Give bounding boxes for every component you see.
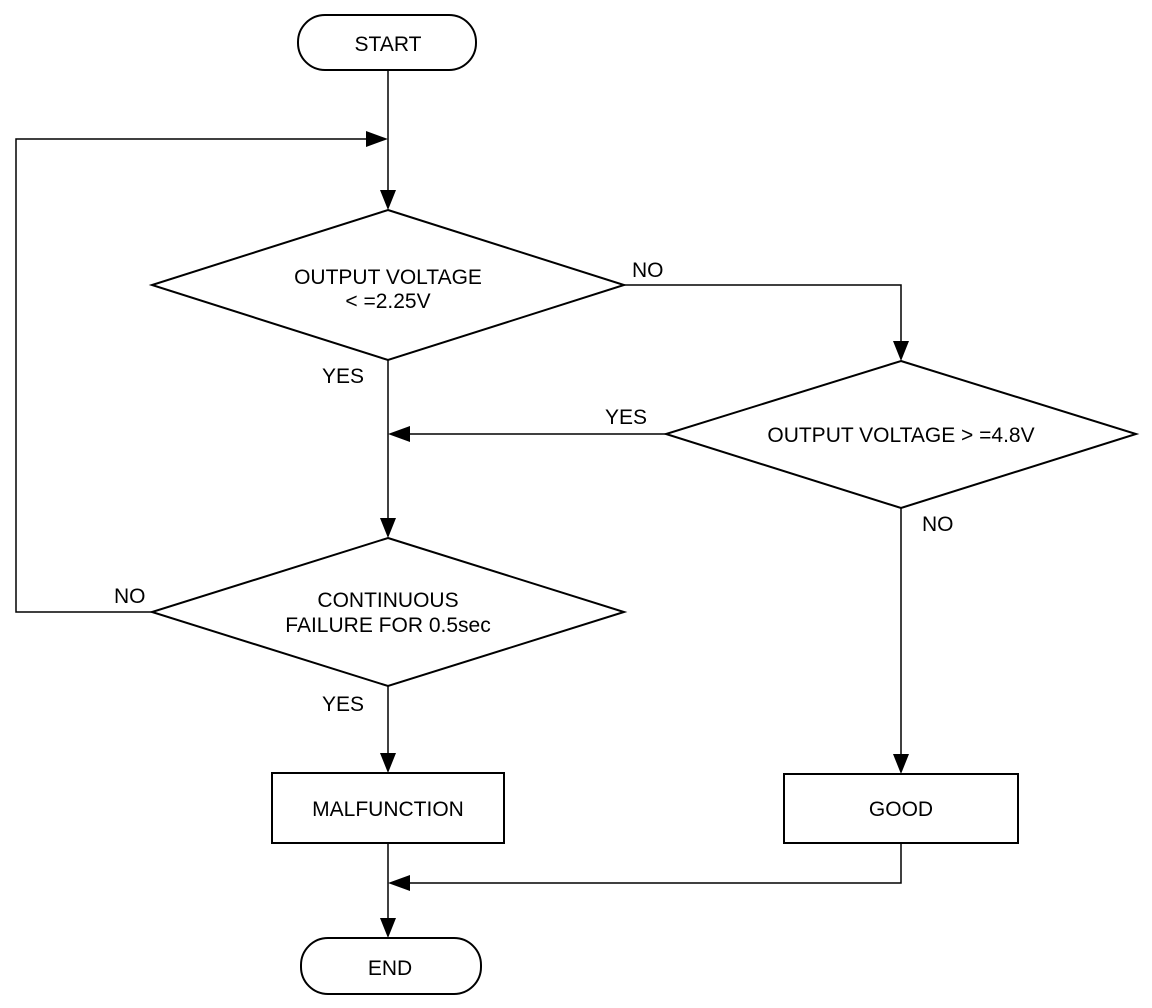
decision-low-voltage-shape: [148, 208, 628, 362]
start-terminal-shape: [297, 14, 477, 71]
connector-loop-back: [15, 138, 370, 613]
arrowhead-into-malfunction: [380, 753, 396, 773]
end-label: END: [368, 957, 412, 980]
decision-high-voltage: OUTPUT VOLTAGE > =4.8V: [662, 359, 1140, 510]
end-terminal: END: [300, 937, 482, 995]
connector-low-voltage-no: [624, 284, 902, 343]
decision-low-voltage-line2: < =2.25V: [345, 290, 430, 313]
arrowhead-loop-back: [366, 131, 388, 147]
decision-low-voltage: OUTPUT VOLTAGE < =2.25V: [148, 208, 628, 362]
start-terminal: START: [297, 14, 477, 71]
malfunction-label: MALFUNCTION: [312, 798, 464, 821]
decision-continuous-failure-line2: FAILURE FOR 0.5sec: [285, 614, 490, 637]
label-high-voltage-yes: YES: [605, 406, 647, 429]
connector-good-to-end: [406, 843, 902, 884]
decision-continuous-failure-shape: [148, 536, 628, 688]
label-continuous-failure-yes: YES: [322, 693, 364, 716]
arrowhead-into-low-voltage: [380, 190, 396, 210]
arrowhead-high-voltage-yes: [388, 426, 410, 442]
decision-low-voltage-line1: OUTPUT VOLTAGE: [294, 266, 482, 289]
arrowhead-into-high-voltage: [893, 341, 909, 361]
branch-labels: NO YES YES NO NO YES: [114, 259, 954, 716]
good-label: GOOD: [869, 798, 933, 821]
decision-continuous-failure-line1: CONTINUOUS: [317, 589, 458, 612]
decision-high-voltage-shape: [662, 359, 1140, 510]
label-low-voltage-no: NO: [632, 259, 664, 282]
arrowhead-into-good: [893, 754, 909, 774]
process-good-shape: [783, 773, 1019, 844]
process-good: GOOD: [783, 773, 1019, 844]
decision-high-voltage-line1: OUTPUT VOLTAGE > =4.8V: [767, 424, 1034, 447]
process-malfunction: MALFUNCTION: [271, 772, 505, 844]
arrowhead-good-merge: [388, 875, 410, 891]
arrowhead-into-continuous-failure: [380, 518, 396, 538]
label-low-voltage-yes: YES: [322, 365, 364, 388]
label-high-voltage-no: NO: [922, 513, 954, 536]
decision-continuous-failure: CONTINUOUS FAILURE FOR 0.5sec: [148, 536, 628, 688]
start-label: START: [355, 33, 422, 56]
connectors: [15, 70, 909, 938]
label-continuous-failure-no: NO: [114, 585, 146, 608]
arrowhead-into-end: [380, 918, 396, 938]
end-terminal-shape: [300, 937, 482, 995]
process-malfunction-shape: [271, 772, 505, 844]
